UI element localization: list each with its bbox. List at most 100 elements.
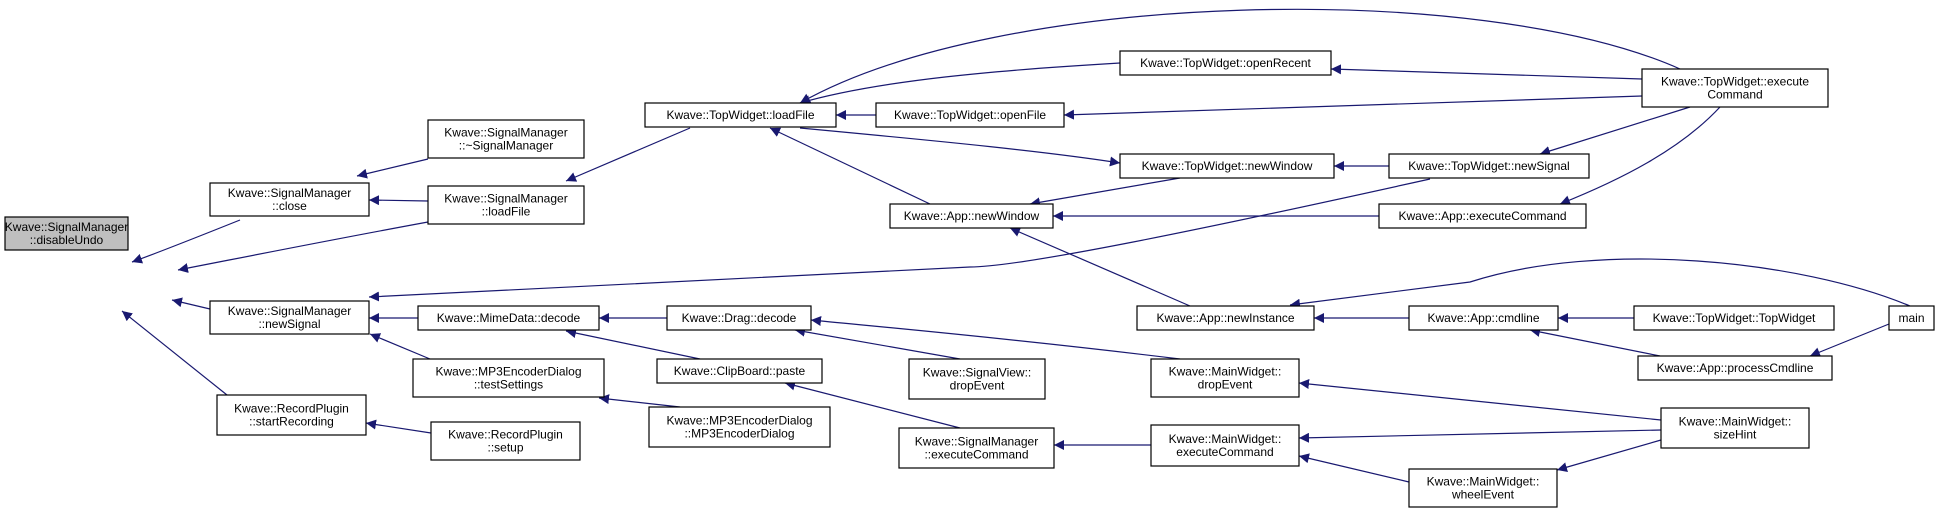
node-box (1637, 355, 1833, 381)
function-node-disableUndo[interactable]: Kwave::SignalManager::disableUndo (4, 216, 129, 251)
function-node-smNewSignal[interactable]: Kwave::SignalManager::newSignal (209, 300, 370, 335)
function-node-smClose[interactable]: Kwave::SignalManager::close (209, 182, 370, 217)
node-label-line: wheelEvent (1451, 488, 1515, 502)
call-edge-mwWheelEvent-to-mwExecCmd (1298, 453, 1410, 483)
function-node-smLoadFile[interactable]: Kwave::SignalManager::loadFile (427, 185, 585, 225)
node-label-line: ::close (272, 199, 307, 213)
node-box (209, 182, 370, 217)
function-node-dragDecode[interactable]: Kwave::Drag::decode (666, 305, 812, 331)
node-box (875, 102, 1065, 128)
function-node-mwWheelEvent[interactable]: Kwave::MainWidget::wheelEvent (1408, 468, 1558, 508)
node-box (209, 300, 370, 335)
function-node-smDtor[interactable]: Kwave::SignalManager::~SignalManager (427, 119, 585, 159)
edge-line (1298, 429, 1662, 443)
call-edge-mwSizeHint-to-mwWheelEvent (1556, 439, 1662, 473)
node-box (1388, 153, 1590, 179)
node-label-line: Kwave::MP3EncoderDialog (666, 414, 812, 428)
edge-line (784, 380, 961, 429)
call-edge-mwSizeHint-to-mwDropEvent (1298, 379, 1662, 421)
function-node-mwDropEvent[interactable]: Kwave::MainWidget::dropEvent (1150, 358, 1300, 398)
call-edge-smNewSignal-to-disableUndo (171, 297, 211, 310)
node-box (656, 358, 823, 384)
function-node-appNewWindow[interactable]: Kwave::App::newWindow (889, 203, 1054, 229)
node-box (1888, 305, 1935, 331)
node-box (1378, 203, 1587, 229)
node-label-line: main (1898, 311, 1924, 325)
node-box (644, 102, 837, 128)
node-box (898, 427, 1055, 469)
node-label-line: ::executeCommand (924, 448, 1028, 462)
edge-line (810, 316, 1181, 360)
node-box (1660, 407, 1810, 449)
node-box (1119, 50, 1332, 76)
node-box (412, 358, 605, 398)
node-label-line: Kwave::MainWidget:: (1169, 432, 1282, 446)
call-edge-appProcessCmdline-to-appCmdline (1529, 327, 1661, 357)
node-label-line: Kwave::TopWidget::loadFile (666, 108, 814, 122)
call-edge-smExecCmd-to-cbPaste (784, 380, 961, 429)
edge-line (368, 195, 429, 206)
node-label-line: dropEvent (1198, 378, 1253, 392)
function-node-appProcessCmdline[interactable]: Kwave::App::processCmdline (1637, 355, 1833, 381)
function-node-appCmdline[interactable]: Kwave::App::cmdline (1408, 305, 1559, 331)
edge-line (1009, 227, 1191, 307)
function-node-twTopWidget[interactable]: Kwave::TopWidget::TopWidget (1633, 305, 1835, 331)
call-edge-svDropEvent-to-dragDecode (794, 326, 961, 360)
node-label-line: Kwave::App::newInstance (1156, 311, 1294, 325)
node-box (908, 358, 1046, 400)
call-edge-mp3Ctor-to-mp3TestSettings (598, 394, 681, 408)
edge-line (799, 127, 1121, 167)
call-edge-mwDropEvent-to-dragDecode (810, 316, 1181, 360)
node-label-line: ::testSettings (474, 378, 543, 392)
function-node-twNewSignal[interactable]: Kwave::TopWidget::newSignal (1388, 153, 1590, 179)
node-box (1641, 68, 1829, 108)
node-box (427, 185, 585, 225)
function-node-cbPaste[interactable]: Kwave::ClipBoard::paste (656, 358, 823, 384)
function-node-rpStartRecording[interactable]: Kwave::RecordPlugin::startRecording (216, 394, 367, 436)
function-node-twOpenRecent[interactable]: Kwave::TopWidget::openRecent (1119, 50, 1332, 76)
function-node-appExecCmd[interactable]: Kwave::App::executeCommand (1378, 203, 1587, 229)
node-label-line: Kwave::ClipBoard::paste (674, 364, 806, 378)
call-edge-smLoadFile-to-smClose (368, 195, 429, 206)
function-node-twNewWindow[interactable]: Kwave::TopWidget::newWindow (1119, 153, 1335, 179)
edge-line (769, 127, 931, 205)
node-label-line: Kwave::MainWidget:: (1169, 365, 1282, 379)
function-node-twExecCmd[interactable]: Kwave::TopWidget::executeCommand (1641, 68, 1829, 108)
edge-line (1809, 323, 1890, 357)
node-label-line: ::MP3EncoderDialog (684, 427, 794, 441)
edge-line (171, 297, 211, 310)
call-edge-twNewSignal-to-smNewSignal (368, 178, 1431, 302)
function-node-smExecCmd[interactable]: Kwave::SignalManager::executeCommand (898, 427, 1055, 469)
node-box (216, 394, 367, 436)
function-node-mwExecCmd[interactable]: Kwave::MainWidget::executeCommand (1150, 424, 1300, 467)
function-node-svDropEvent[interactable]: Kwave::SignalView::dropEvent (908, 358, 1046, 400)
call-edge-main-to-appNewInstance (1289, 258, 1911, 309)
edge-line (368, 178, 1431, 302)
call-edge-smClose-to-disableUndo (131, 219, 241, 264)
node-label-line: ::~SignalManager (459, 139, 553, 153)
call-edge-mp3TestSettings-to-smNewSignal (369, 333, 431, 360)
function-node-twLoadFile[interactable]: Kwave::TopWidget::loadFile (644, 102, 837, 128)
function-node-main[interactable]: main (1888, 305, 1935, 331)
call-edge-twExecCmd-to-twLoadFile (799, 8, 1681, 104)
edge-line (799, 62, 1121, 106)
function-node-mwSizeHint[interactable]: Kwave::MainWidget::sizeHint (1660, 407, 1810, 449)
call-edge-cbPaste-to-mimeDecode (565, 328, 701, 360)
node-label-line: Kwave::App::executeCommand (1398, 209, 1566, 223)
function-node-mp3Ctor[interactable]: Kwave::MP3EncoderDialog::MP3EncoderDialo… (648, 406, 831, 448)
node-label-line: Kwave::SignalManager (228, 186, 351, 200)
function-node-appNewInstance[interactable]: Kwave::App::newInstance (1136, 305, 1315, 331)
edge-line (565, 127, 691, 182)
call-edge-twExecCmd-to-twOpenRecent (1330, 64, 1643, 80)
function-node-rpSetup[interactable]: Kwave::RecordPlugin::setup (430, 421, 581, 461)
function-node-twOpenFile[interactable]: Kwave::TopWidget::openFile (875, 102, 1065, 128)
function-node-mimeDecode[interactable]: Kwave::MimeData::decode (417, 305, 600, 331)
node-box (889, 203, 1054, 229)
edge-line (1298, 453, 1410, 483)
node-label-line: Kwave::SignalManager (915, 435, 1038, 449)
node-label-line: sizeHint (1714, 428, 1757, 442)
function-node-mp3TestSettings[interactable]: Kwave::MP3EncoderDialog::testSettings (412, 358, 605, 398)
call-edge-appNewWindow-to-twLoadFile (769, 127, 931, 205)
node-label-line: Kwave::SignalView:: (923, 366, 1032, 380)
